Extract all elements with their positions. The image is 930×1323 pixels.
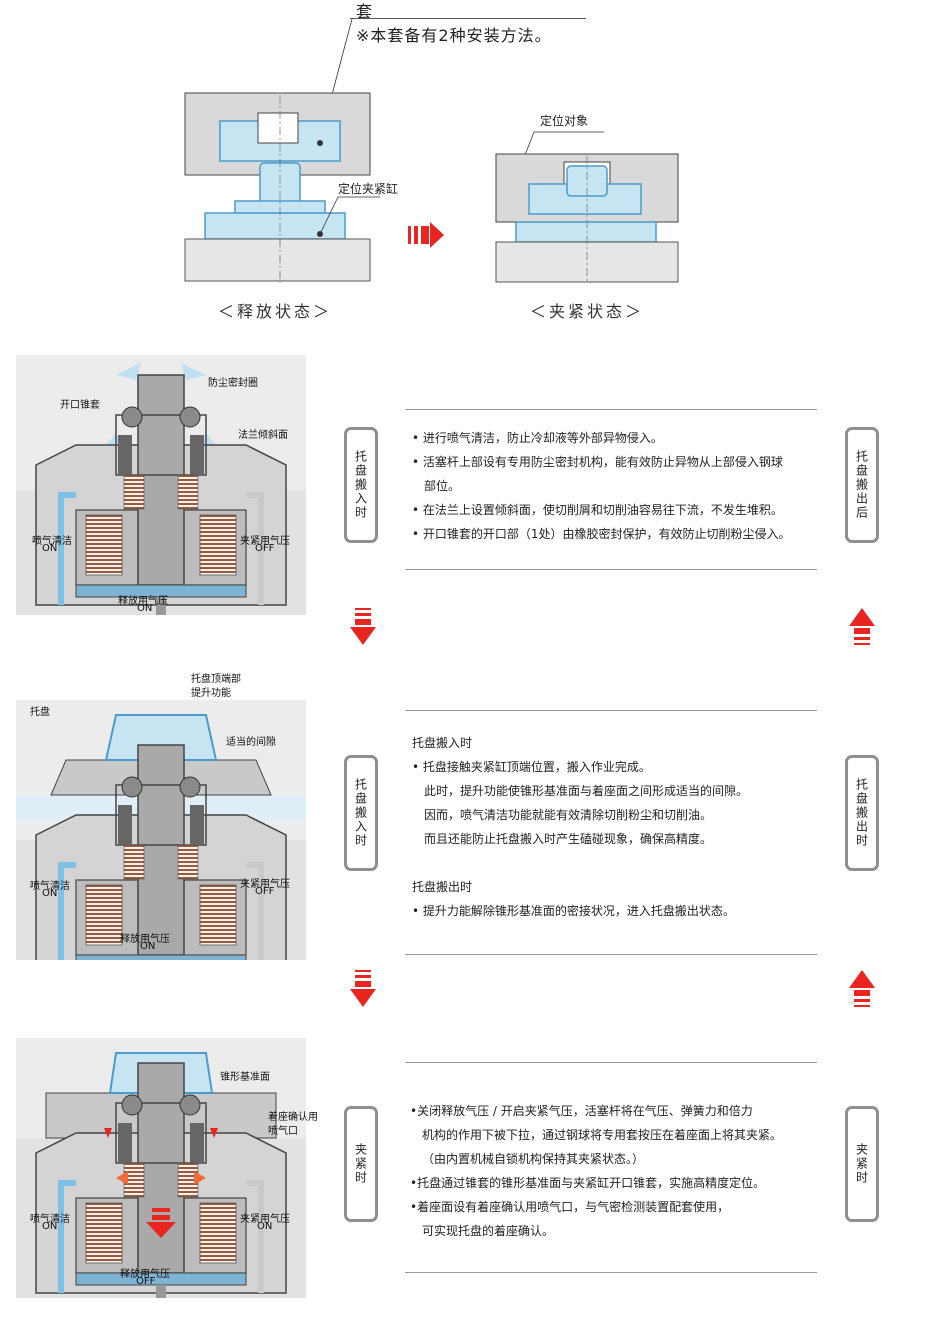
air-blow-state: ON — [42, 543, 58, 554]
stage-3-drawing — [16, 1052, 306, 1298]
split-collet-label: 开口锥套 — [60, 400, 100, 411]
bullet: • 托盘接触夹紧缸顶端位置，搬入作业完成。 — [412, 760, 651, 774]
clamp-air-state: OFF — [255, 886, 275, 897]
clamp-state-caption: ＜夹紧状态＞ — [530, 302, 645, 321]
stage-2-drawing — [16, 714, 306, 960]
release-state-drawing — [184, 18, 380, 283]
stage-3-tag-right: 夹紧时 — [845, 1106, 879, 1222]
cylinder-label: 定位夹紧缸 — [338, 182, 399, 196]
bullet: •托盘通过锥套的锥形基准面与夹紧缸开口锥套，实施高精度定位。 — [410, 1176, 766, 1190]
heading-pallet-in: 托盘搬入时 — [412, 736, 473, 750]
arrow-down-icon — [350, 608, 376, 645]
bullet: •关闭释放气压 / 开启夹紧气压，活塞杆将在气压、弹簧力和倍力 — [410, 1104, 753, 1118]
lift-label-line2: 提升功能 — [191, 688, 231, 699]
release-air-state: OFF — [136, 1276, 156, 1287]
bullet: 此时，提升功能使锥形基准面与着座面之间形成适当的间隙。 — [424, 784, 749, 798]
dust-seal-label: 防尘密封圈 — [208, 378, 258, 389]
bullet: 而且还能防止托盘搬入时产生磕碰现象，确保高精度。 — [424, 832, 713, 846]
release-air-label: 释放用气压 — [120, 934, 170, 945]
bullet: • 开口锥套的开口部（1处）由橡胶密封保护，有效防止切削粉尘侵入。 — [412, 527, 791, 541]
clamp-state-drawing — [495, 131, 679, 284]
bullet: • 进行喷气清洁，防止冷却液等外部异物侵入。 — [412, 431, 663, 445]
air-blow-label: 喷气清洁 — [30, 1214, 70, 1225]
bullet: •着座面设有着座确认用喷气口，与气密检测装置配套使用， — [410, 1200, 730, 1214]
clamp-air-label: 夹紧用气压 — [240, 1214, 290, 1225]
bullet: • 活塞杆上部设有专用防尘密封机构，能有效防止异物从上部侵入钢球 — [412, 455, 783, 469]
sleeve-label: 套 — [356, 2, 373, 21]
stage-3-top-rule — [405, 1062, 817, 1063]
clamp-air-label: 夹紧用气压 — [240, 879, 290, 890]
release-air-state: ON — [137, 603, 153, 614]
air-blow-state: ON — [42, 888, 58, 899]
arrow-down-icon — [350, 970, 376, 1007]
transition-arrow — [408, 222, 444, 248]
stage-3-tag-left: 夹紧时 — [344, 1106, 378, 1222]
seat-check-label-line2: 喷气口 — [268, 1126, 298, 1137]
air-blow-label: 喷气清洁 — [30, 881, 70, 892]
stage-2-tag-left: 托盘搬入时 — [344, 755, 378, 871]
air-blow-label: 喷气清洁 — [32, 536, 72, 547]
clamp-air-state: OFF — [255, 543, 275, 554]
arrow-up-icon — [849, 608, 875, 645]
arrow-up-icon — [849, 970, 875, 1007]
pallet-label: 托盘 — [30, 707, 50, 718]
gap-label: 适当的间隙 — [226, 737, 276, 748]
locating-object-label: 定位对象 — [540, 114, 589, 128]
air-blow-state: ON — [42, 1221, 58, 1232]
stage-1-bottom-rule — [405, 569, 817, 570]
bullet: 机构的作用下被下拉，通过钢球将专用套按压在着座面上将其夹紧。 — [422, 1128, 783, 1142]
bullet: 因而，喷气清洁功能就能有效清除切削粉尘和切削油。 — [424, 808, 713, 822]
bullet: • 提升力能解除锥形基准面的密接状况，进入托盘搬出状态。 — [412, 904, 735, 918]
stage-2-top-rule — [405, 710, 817, 711]
taper-ref-label: 锥形基准面 — [220, 1072, 270, 1083]
release-air-label: 释放用气压 — [118, 596, 168, 607]
stage-1-drawing — [16, 363, 306, 615]
seat-check-label-line1: 着座确认用 — [268, 1112, 318, 1123]
release-state-caption: ＜释放状态＞ — [218, 302, 333, 321]
sleeve-leader-line — [350, 18, 586, 19]
bullet: （由内置机械自锁机构保持其夹紧状态。） — [422, 1152, 645, 1166]
release-air-label: 释放用气压 — [120, 1269, 170, 1280]
stage-1-tag-right: 托盘搬出后 — [845, 427, 879, 543]
lift-label-line1: 托盘顶端部 — [191, 674, 241, 685]
bullet: 可实现托盘的着座确认。 — [422, 1224, 555, 1238]
install-note: ※本套备有2种安装方法。 — [356, 26, 552, 45]
heading-pallet-out: 托盘搬出时 — [412, 880, 473, 894]
stage-2-tag-right: 托盘搬出时 — [845, 755, 879, 871]
clamp-air-state: ON — [257, 1221, 273, 1232]
flange-slope-label: 法兰倾斜面 — [238, 430, 288, 441]
stage-1-top-rule — [405, 409, 817, 410]
release-air-state: ON — [140, 941, 156, 952]
stage-2-bottom-rule — [405, 954, 817, 955]
stage-3-bottom-rule — [405, 1272, 817, 1273]
bullet: 部位。 — [424, 479, 461, 493]
stage-1-tag-left: 托盘搬入时 — [344, 427, 378, 543]
bullet: • 在法兰上设置倾斜面，使切削屑和切削油容易往下流，不发生堆积。 — [412, 503, 783, 517]
clamp-air-label: 夹紧用气压 — [240, 536, 290, 547]
